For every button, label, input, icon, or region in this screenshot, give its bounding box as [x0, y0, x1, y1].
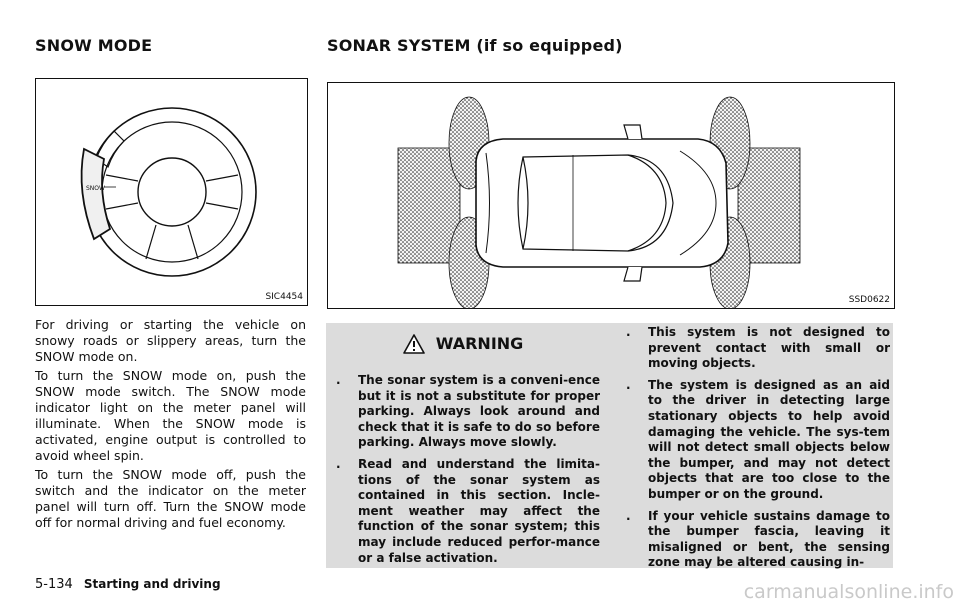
- snow-mode-figure: SNOW SIC4454: [35, 78, 308, 306]
- sonar-system-title: SONAR SYSTEM (if so equipped): [327, 36, 623, 55]
- paragraph-1: For driving or starting the vehicle on s…: [35, 317, 306, 364]
- warning-title: WARNING: [435, 334, 524, 353]
- section-name: Starting and driving: [83, 577, 221, 591]
- sonar-system-figure: SSD0622: [327, 82, 895, 310]
- wheel-hub: [137, 157, 207, 227]
- watermark: carmanualsonline.info: [743, 581, 954, 603]
- car-sonar-illustration: [397, 96, 801, 310]
- car-body: [475, 138, 729, 268]
- snow-figure-caption: SIC4454: [265, 292, 303, 302]
- warning-list-col2: .This system is not designed to prevent …: [618, 325, 890, 577]
- windshield: [627, 154, 667, 252]
- snow-mode-description: For driving or starting the vehicle on s…: [35, 317, 306, 534]
- warning-header: WARNING: [326, 333, 600, 359]
- warning-triangle-icon: [402, 333, 425, 354]
- warning-item: .The sonar system is a conveni-ence but …: [336, 373, 600, 450]
- warning-box: WARNING .The sonar system is a conveni-e…: [326, 323, 893, 569]
- side-mirror-top: [623, 124, 643, 140]
- hood-line: [679, 150, 717, 256]
- bottom-spoke: [145, 224, 199, 260]
- snow-mode-title: SNOW MODE: [35, 36, 153, 55]
- page-number: 5-134: [35, 577, 73, 592]
- wheel-inner-rim: [101, 121, 243, 263]
- upper-left-segment: [95, 130, 125, 168]
- rear-center-zone: [397, 147, 461, 264]
- paragraph-2: To turn the SNOW mode on, push the SNOW …: [35, 368, 306, 463]
- warning-list-col1: .The sonar system is a conveni-ence but …: [328, 373, 600, 572]
- snow-switch-label: SNOW: [86, 185, 105, 192]
- warning-item: .This system is not designed to prevent …: [626, 325, 890, 371]
- trunk-line: [485, 152, 490, 254]
- page-footer: 5-134 Starting and driving: [35, 573, 221, 592]
- snow-mode-switch: [80, 147, 112, 241]
- warning-item: .Read and understand the limita-tions of…: [336, 456, 600, 565]
- right-spoke: [205, 174, 239, 210]
- wheel-outer-rim: [87, 107, 257, 277]
- rear-window: [522, 156, 529, 250]
- warning-item: .If your vehicle sustains damage to the …: [626, 508, 890, 570]
- steering-wheel-illustration: SNOW: [80, 107, 257, 277]
- left-spoke: [105, 174, 139, 210]
- warning-item: .The system is designed as an aid to the…: [626, 377, 890, 501]
- sonar-figure-caption: SSD0622: [848, 295, 890, 305]
- side-mirror-bottom: [623, 266, 643, 282]
- car-cabin: [517, 154, 674, 252]
- paragraph-3: To turn the SNOW mode off, push the swit…: [35, 467, 306, 530]
